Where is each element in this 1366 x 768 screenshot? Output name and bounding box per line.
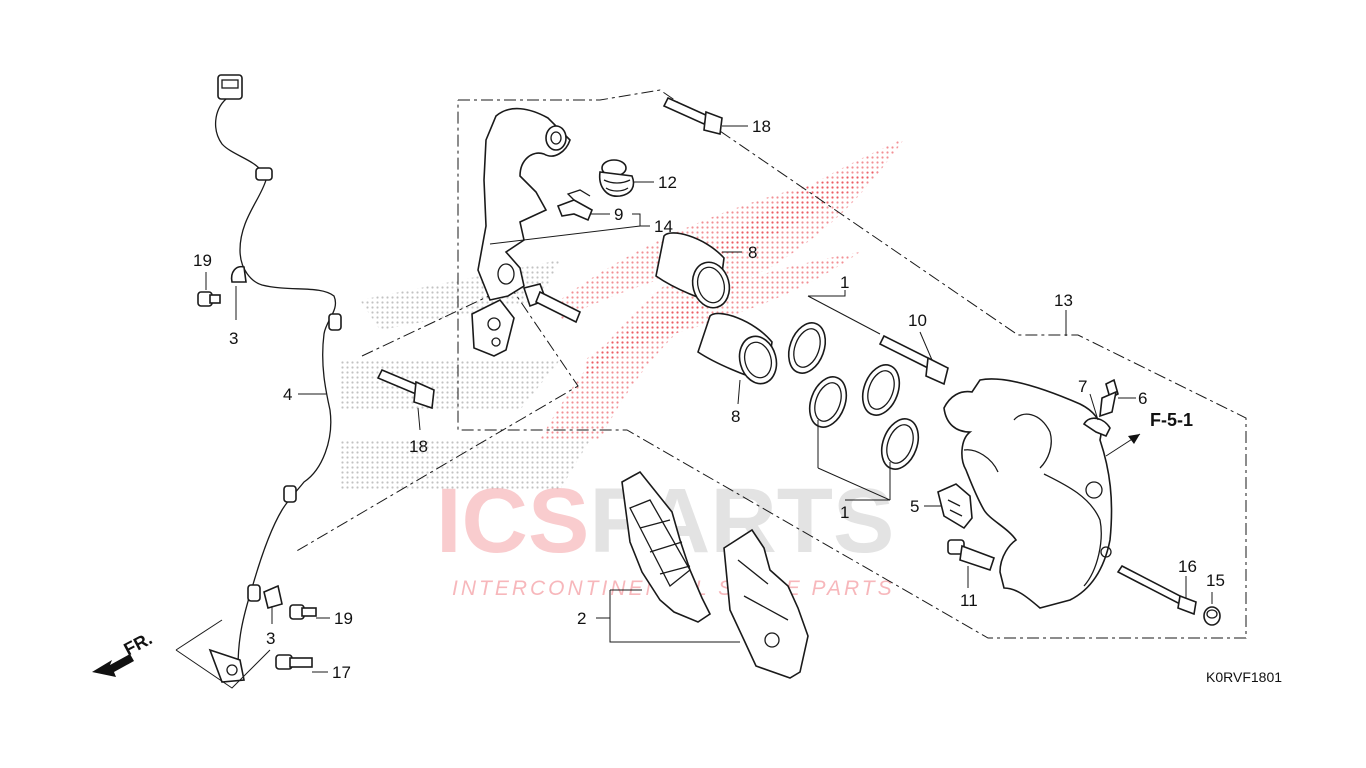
bolt-18-left: [376, 368, 435, 410]
callout-7: 7: [1078, 377, 1087, 396]
callout-8-top: 8: [748, 243, 757, 262]
assembly-outline-14: [457, 89, 1247, 639]
piston-8-top: [655, 232, 731, 309]
callout-19-bottom: 19: [334, 609, 353, 628]
fr-label: FR.: [120, 628, 155, 659]
callout-3-top: 3: [229, 329, 238, 348]
bolt-18-top: [662, 96, 723, 135]
callout-8-bottom: 8: [731, 407, 740, 426]
callout-15: 15: [1206, 571, 1225, 590]
leader-lines: [175, 125, 1213, 689]
callout-4: 4: [283, 385, 292, 404]
ref-f-5-1: F-5-1: [1150, 410, 1193, 430]
pad-spring-5: [937, 483, 973, 530]
dust-seal-1d: [880, 418, 920, 470]
callout-17: 17: [332, 663, 351, 682]
bleeder-screw-6: [1099, 378, 1119, 418]
brake-pad-inner: [621, 470, 712, 623]
pad-pin-16: [1116, 564, 1197, 616]
slide-pin-10: [878, 334, 949, 386]
callout-18-left: 18: [409, 437, 428, 456]
assembly-outline-18: [294, 285, 579, 553]
callout-9: 9: [614, 205, 623, 224]
callout-3-bottom: 3: [266, 629, 275, 648]
pad-spring-clip-9: [556, 189, 594, 222]
bolt-17: [275, 654, 313, 670]
pad-pin-bolt-11: [947, 539, 996, 572]
callout-13: 13: [1054, 291, 1073, 310]
wire-clip-3-top: [230, 265, 247, 283]
diagram-code: K0RVF1801: [1206, 669, 1282, 685]
brake-pad-outer: [723, 528, 809, 679]
caliper-body: [943, 378, 1113, 609]
piston-seal-1a: [787, 322, 827, 374]
callout-1-top: 1: [840, 273, 849, 292]
caliper-bracket: [471, 107, 571, 357]
callout-5: 5: [910, 497, 919, 516]
callout-numbers: 18 12 9 14 8 8 1 1 10 13 7 6 F-5-1 5 11 …: [193, 117, 1225, 682]
front-direction-arrow: FR.: [92, 628, 155, 677]
bolt-19-top: [197, 291, 221, 307]
sensor-connector: [217, 74, 243, 100]
bracket-pin: [522, 283, 582, 324]
pin-boot-12: [598, 159, 635, 197]
wire-clip-3-bottom: [263, 584, 283, 609]
dust-seal-1b: [861, 364, 901, 416]
callout-19-top: 19: [193, 251, 212, 270]
callout-16: 16: [1178, 557, 1197, 576]
pin-plug-15: [1203, 606, 1221, 626]
callout-6: 6: [1138, 389, 1147, 408]
wire-grommet: [255, 167, 273, 181]
bolt-19-bottom: [289, 604, 317, 620]
callout-10: 10: [908, 311, 927, 330]
callout-14: 14: [654, 217, 673, 236]
callout-12: 12: [658, 173, 677, 192]
callout-18-top: 18: [752, 117, 771, 136]
piston-8-bottom: [697, 312, 778, 385]
bleeder-cap-7: [1082, 417, 1111, 438]
callout-11: 11: [960, 591, 978, 610]
callout-2: 2: [577, 609, 586, 628]
callout-1-bottom: 1: [840, 503, 849, 522]
wheel-speed-sensor-wire: [208, 74, 342, 683]
piston-seal-1c: [808, 376, 848, 428]
